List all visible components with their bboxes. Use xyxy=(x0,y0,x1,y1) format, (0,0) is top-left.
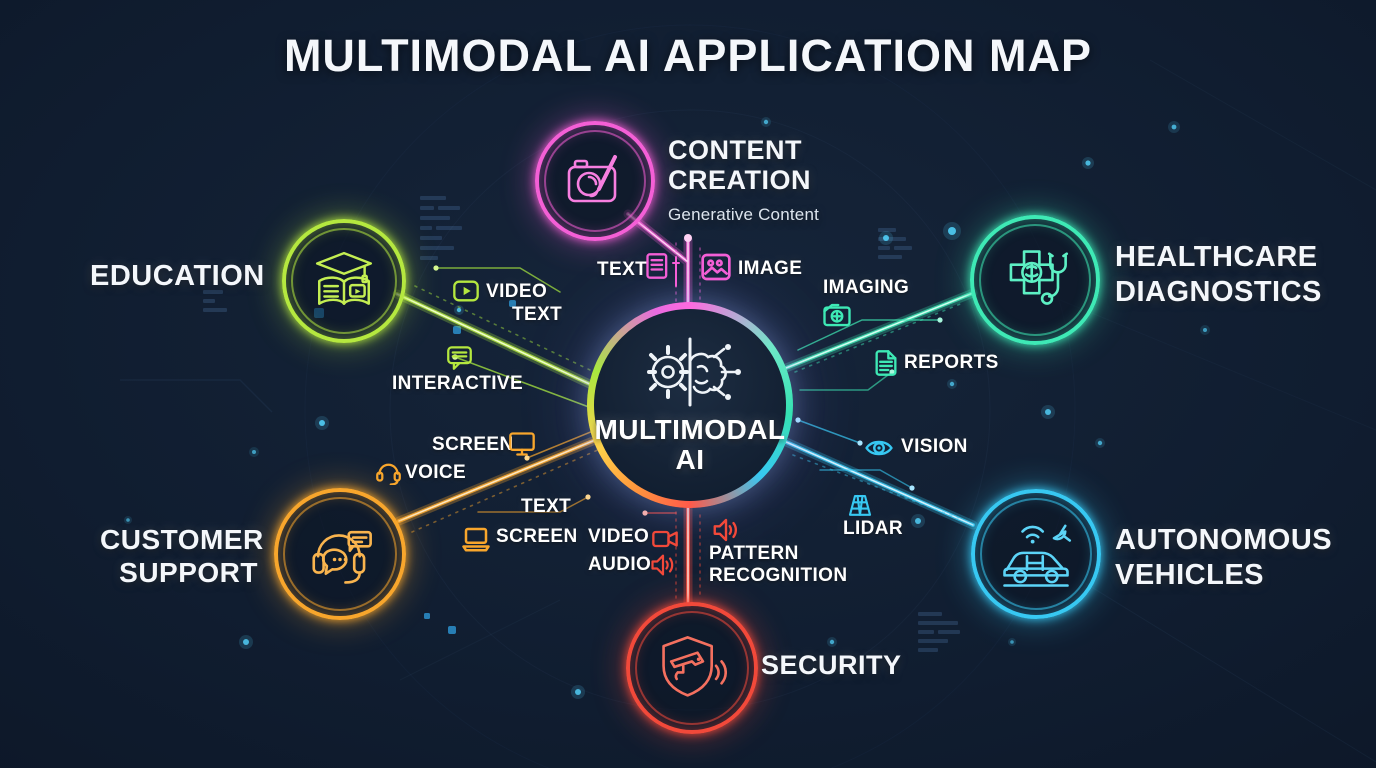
modality-video-education: VIDEO xyxy=(486,281,548,302)
label-customer-support: CUSTOMER SUPPORT xyxy=(100,523,264,589)
label-education: EDUCATION xyxy=(90,260,265,292)
modality-reports-healthcare: REPORTS xyxy=(904,352,999,373)
pen-icon xyxy=(672,256,680,287)
modality-video-security: VIDEO xyxy=(588,526,650,547)
spoke-lines xyxy=(392,209,978,608)
graduation-book-icon xyxy=(315,251,373,305)
modality-image-content: IMAGE xyxy=(738,258,803,279)
speaker-pattern-icon xyxy=(713,518,738,542)
speaker-audio-icon xyxy=(651,554,674,576)
shield-cctv-icon xyxy=(662,636,727,697)
node-customer-support xyxy=(274,488,406,620)
node-autonomous-vehicles xyxy=(971,489,1101,619)
line-healthcare xyxy=(781,288,978,391)
modality-vision-autonomous: VISION xyxy=(901,436,968,457)
label-autonomous-vehicles: AUTONOMOUS VEHICLES xyxy=(1115,523,1332,593)
node-content-creation xyxy=(535,121,655,241)
lidar-icon xyxy=(848,494,872,516)
label-autonomous-line1: AUTONOMOUS xyxy=(1115,524,1333,556)
laptop-screen-icon xyxy=(462,527,490,552)
monitor-icon xyxy=(509,432,535,456)
modality-screen-top-customer: SCREEN xyxy=(432,434,514,455)
glow-dots-decor xyxy=(124,117,1210,699)
modality-audio-security: AUDIO xyxy=(588,554,652,575)
image-icon xyxy=(701,253,731,281)
label-content-line2: CREATION xyxy=(668,165,811,195)
medical-cross-brain-stethoscope-icon xyxy=(1009,250,1069,305)
label-healthcare-diagnostics: HEALTHCARE DIAGNOSTICS xyxy=(1115,240,1322,310)
headset-chat-icon xyxy=(312,530,372,584)
camera-brush-icon xyxy=(567,155,617,203)
modality-lidar-autonomous: LIDAR xyxy=(843,518,904,539)
report-document-icon xyxy=(875,350,897,376)
label-healthcare-line2: DIAGNOSTICS xyxy=(1115,276,1322,308)
line-autonomous-vehicles xyxy=(779,417,978,530)
line-security xyxy=(642,501,701,608)
label-content-line1: CONTENT xyxy=(668,135,802,165)
center-node-body: MULTIMODAL AI xyxy=(594,309,786,501)
gear-brain-circuit-icon xyxy=(647,337,741,407)
medical-imaging-icon xyxy=(823,303,851,327)
label-customer-line2: SUPPORT xyxy=(119,557,258,588)
label-content-creation: CONTENT CREATION Generative Content xyxy=(668,135,819,230)
page-title: MULTIMODAL AI APPLICATION MAP xyxy=(283,30,1093,81)
headset-voice-icon xyxy=(376,463,401,485)
node-education xyxy=(282,219,406,343)
label-content-subtitle: Generative Content xyxy=(668,205,820,224)
center-label-line2: AI xyxy=(675,444,705,475)
modality-text-customer: TEXT xyxy=(521,496,572,517)
center-label: MULTIMODAL AI xyxy=(594,415,785,475)
center-node-multimodal-ai: MULTIMODAL AI xyxy=(587,302,793,508)
video-camera-icon xyxy=(652,530,678,548)
node-healthcare-diagnostics xyxy=(970,215,1100,345)
modality-screen-bottom-customer: SCREEN xyxy=(496,526,578,547)
play-video-icon xyxy=(453,280,479,302)
center-label-line1: MULTIMODAL xyxy=(594,414,786,445)
car-radar-icon xyxy=(1003,524,1072,587)
label-healthcare-line1: HEALTHCARE xyxy=(1115,241,1318,273)
label-security: SECURITY xyxy=(761,650,902,680)
node-security xyxy=(626,602,758,734)
modality-imaging-healthcare: IMAGING xyxy=(823,277,910,298)
label-autonomous-line2: VEHICLES xyxy=(1115,559,1265,591)
modality-interactive-education: INTERACTIVE xyxy=(392,373,524,394)
label-customer-line1: CUSTOMER xyxy=(100,524,264,555)
modality-text-education: TEXT xyxy=(512,304,563,325)
modality-voice-customer: VOICE xyxy=(405,462,467,483)
eye-vision-icon xyxy=(865,440,893,456)
chat-bubble-icon xyxy=(447,346,472,370)
text-document-icon xyxy=(646,253,668,279)
modality-text-content: TEXT xyxy=(597,259,648,280)
modality-pattern-recognition-security: PATTERN RECOGNITION xyxy=(709,543,848,586)
